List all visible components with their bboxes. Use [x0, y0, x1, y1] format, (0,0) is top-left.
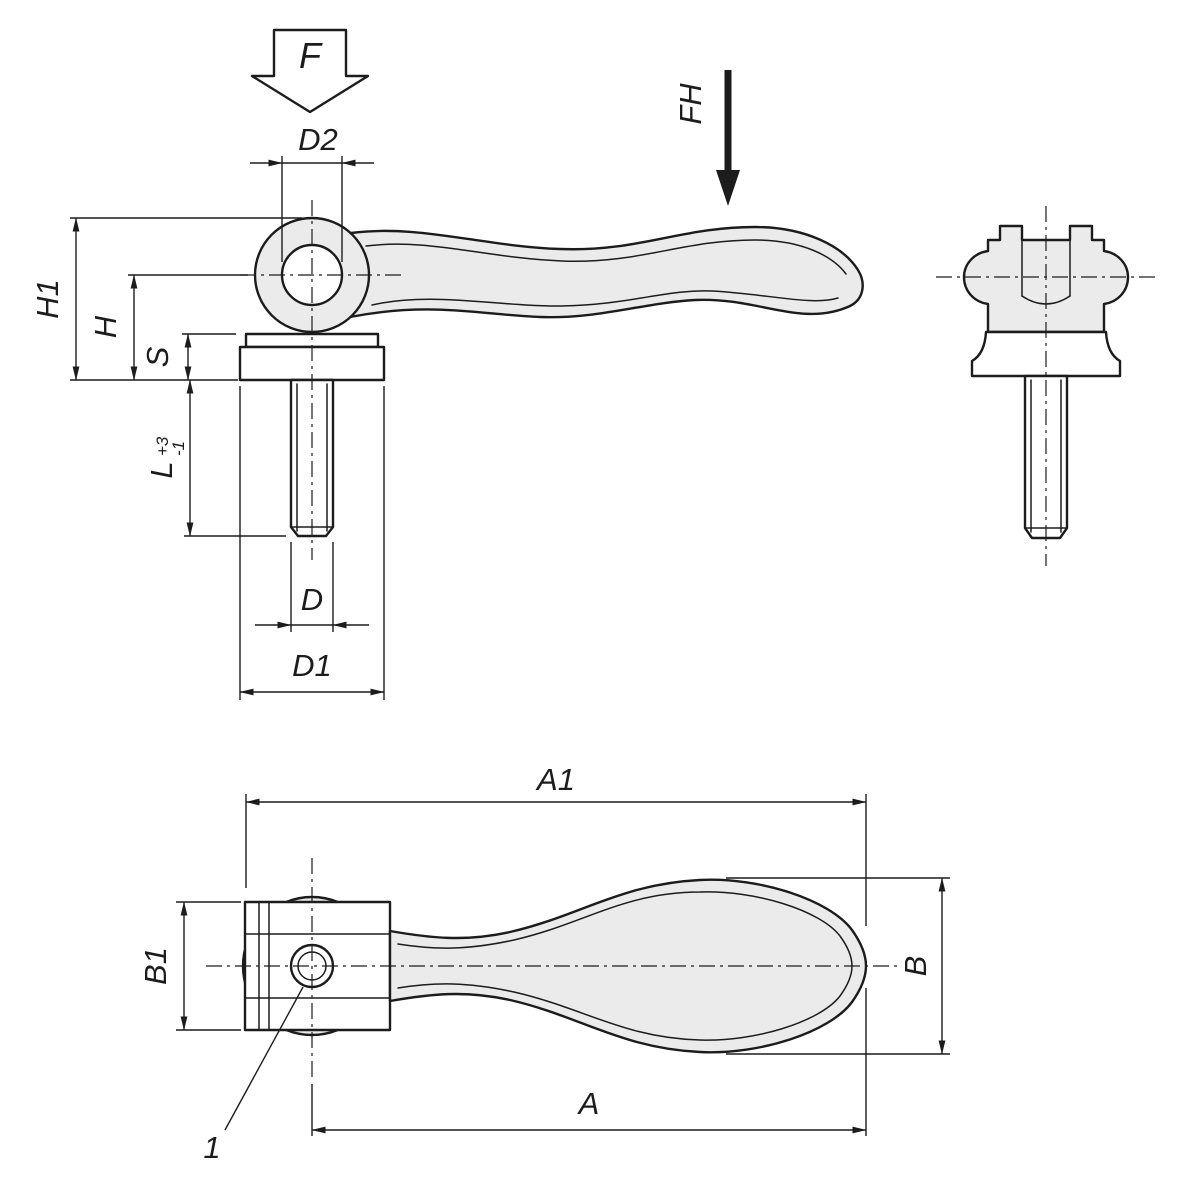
item-1-label: 1 [203, 1130, 220, 1165]
dim-b1-label: B1 [138, 947, 173, 985]
item-leader-line [224, 986, 304, 1131]
dim-a1-label: A1 [535, 762, 575, 797]
dimensions-side-view: D2 H1 H S L +3 -1 [30, 122, 385, 700]
dim-l-label: L [144, 461, 179, 478]
front-view [936, 206, 1156, 566]
dim-s-label: S [140, 346, 175, 367]
dim-d2-label: D2 [298, 122, 338, 157]
side-view [238, 200, 864, 560]
dim-d1-label: D1 [292, 648, 332, 683]
dim-a-label: A [577, 1086, 600, 1121]
lever-handle-side [348, 225, 864, 319]
dim-l-tol-lower: -1 [169, 441, 188, 456]
dim-d-label: D [301, 582, 323, 617]
dim-b-label: B [898, 956, 933, 977]
force-arrow-icon: F [250, 28, 370, 114]
f-force-label: F [299, 35, 323, 76]
fh-force-label: FH [673, 83, 708, 125]
dim-h1-label: H1 [30, 279, 65, 319]
dim-l-tol-upper: +3 [153, 436, 172, 456]
dimensions-plan-view: A1 B1 B A 1 [138, 762, 950, 1165]
dim-h-label: H [88, 315, 123, 338]
plan-view [206, 858, 902, 1080]
handle-contour-top [365, 239, 847, 275]
hand-force-arrow-icon: FH [673, 70, 740, 206]
washer-lower-side [238, 345, 386, 382]
force-arrow-outline [250, 28, 370, 114]
handle-contour-bottom [371, 290, 839, 307]
hand-force-arrow-head [716, 170, 740, 206]
